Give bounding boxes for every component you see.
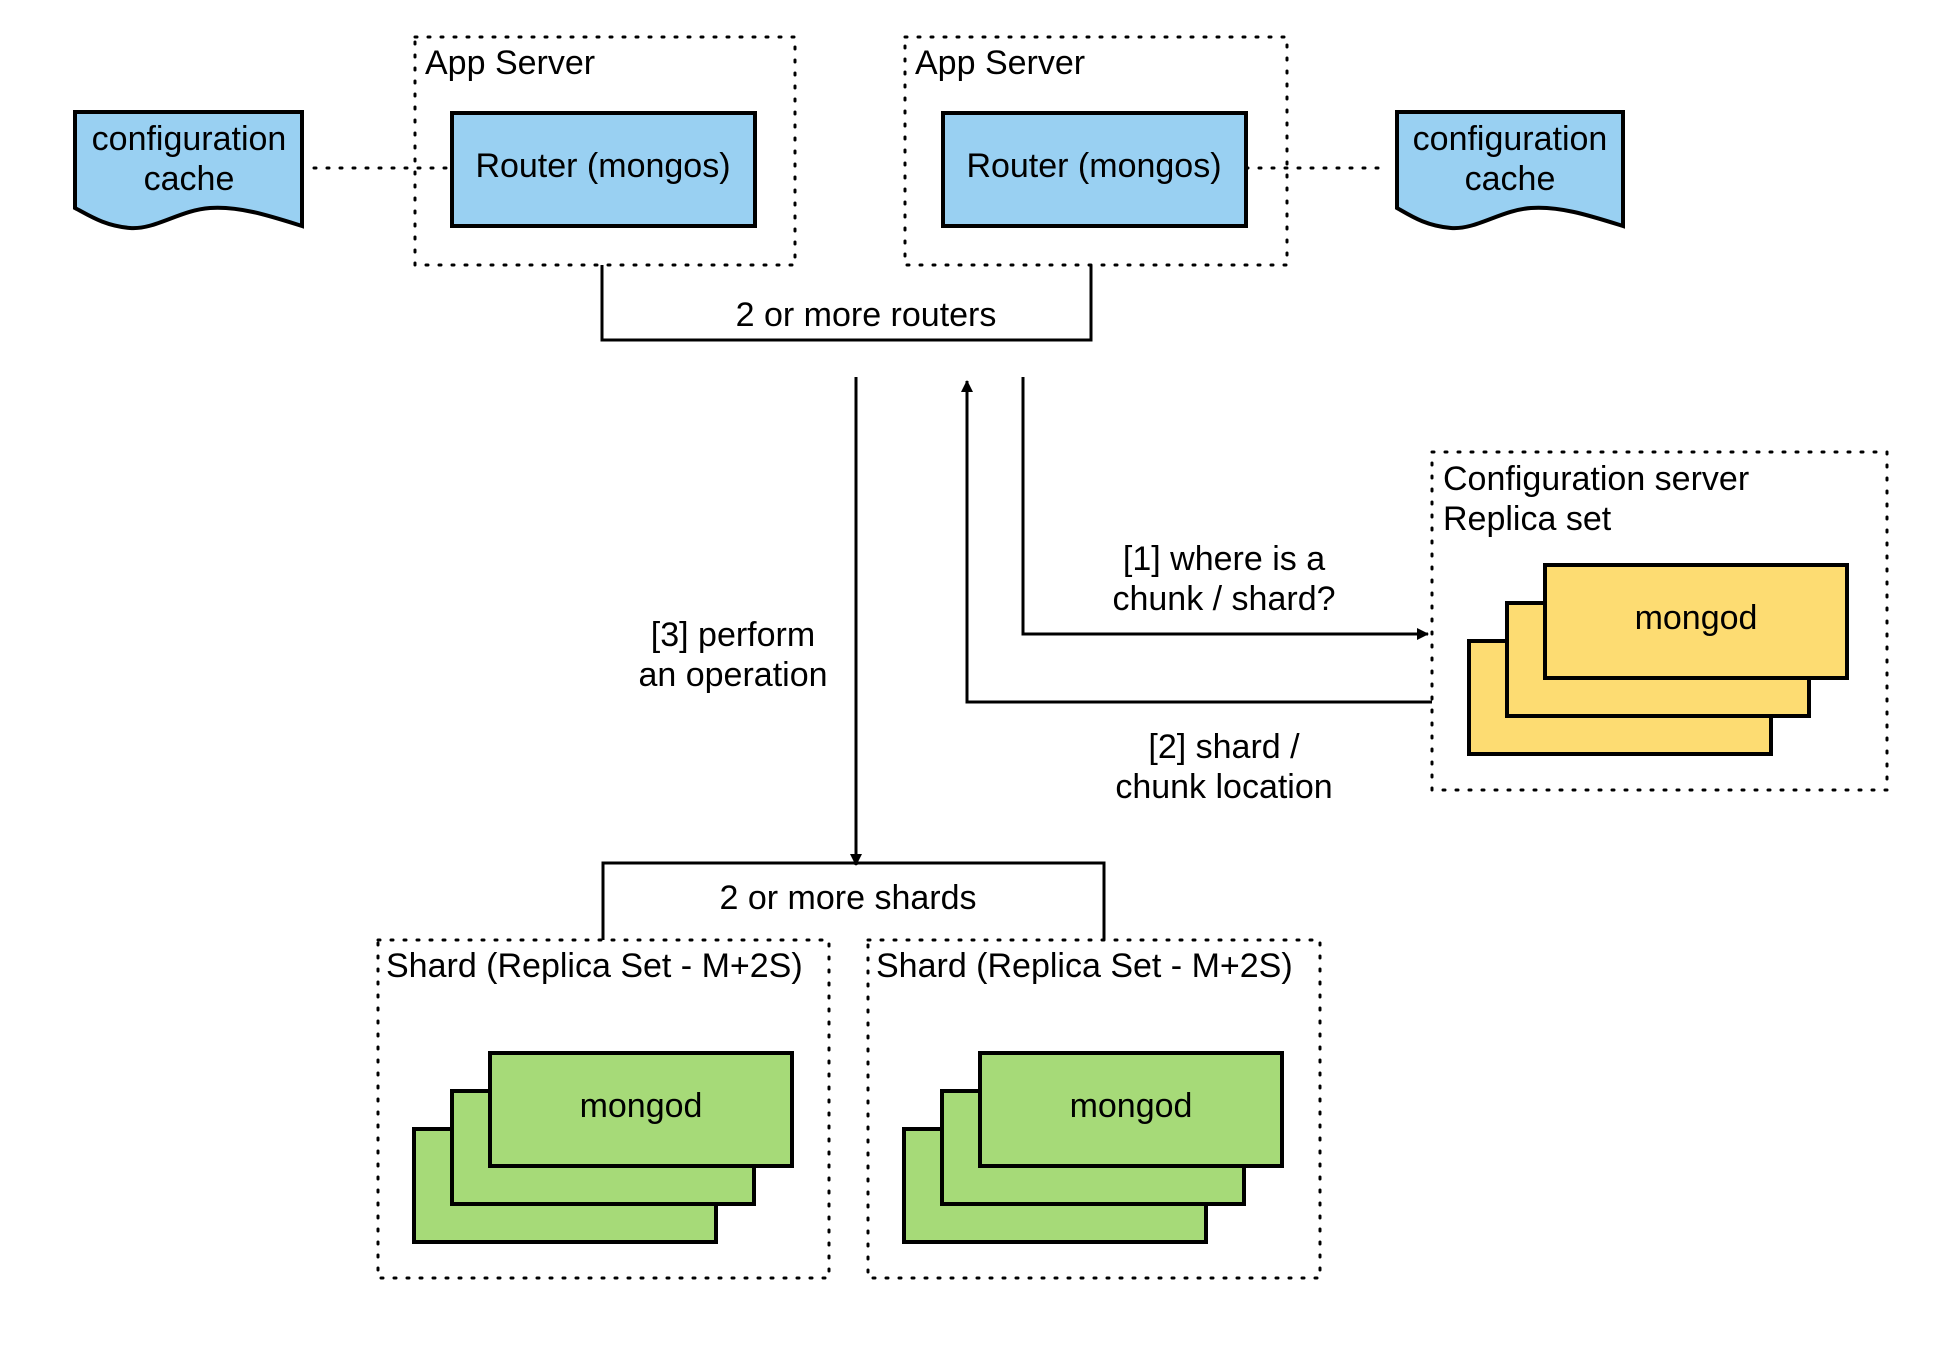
- config-mongod-front[interactable]: [1543, 563, 1849, 680]
- app-server-left-label: App Server: [425, 44, 595, 82]
- shards-group-bracket: [601, 861, 1106, 940]
- config-server-label-line2: Replica set: [1443, 500, 1612, 538]
- router-right-box[interactable]: [941, 111, 1248, 228]
- app-server-right-boundary: [903, 35, 1289, 267]
- shard-left-mongod-label: mongod: [580, 1087, 703, 1125]
- arrow-step1-query: [1021, 377, 1429, 640]
- config-cache-right[interactable]: configuration cache: [1395, 110, 1625, 231]
- step1-label-line2: chunk / shard?: [1112, 580, 1335, 618]
- step3-label-line2: an operation: [638, 656, 827, 694]
- config-cache-right-shape: [1395, 110, 1625, 231]
- shard-right-mongod-front[interactable]: [978, 1051, 1284, 1168]
- config-server-replica-set: Configuration server Replica set mongod: [1430, 450, 1889, 792]
- config-cache-right-line2: cache: [1465, 160, 1556, 198]
- config-server-boundary: [1430, 450, 1889, 792]
- config-mongod-label: mongod: [1635, 599, 1758, 637]
- shard-left: Shard (Replica Set - M+2S) mongod: [376, 938, 831, 1280]
- config-cache-left-line1: configuration: [92, 120, 287, 158]
- router-left-box[interactable]: [450, 111, 757, 228]
- shard-left-label: Shard (Replica Set - M+2S): [386, 947, 803, 985]
- step2-label-line1: [2] shard /: [1148, 728, 1300, 766]
- arrow-step2-response: [961, 380, 1432, 704]
- shard-right: Shard (Replica Set - M+2S) mongod: [866, 938, 1322, 1280]
- config-cache-left[interactable]: configuration cache: [73, 110, 304, 231]
- shard-left-boundary: [376, 938, 831, 1280]
- step1-label-line1: [1] where is a: [1123, 540, 1325, 578]
- config-server-label-line1: Configuration server: [1443, 460, 1749, 498]
- shard-left-mongod-front[interactable]: [488, 1051, 794, 1168]
- step3-label-line1: [3] perform: [651, 616, 815, 654]
- app-server-right-label: App Server: [915, 44, 1085, 82]
- shards-group-label: 2 or more shards: [720, 879, 977, 917]
- app-server-right: App Server Router (mongos): [903, 35, 1289, 267]
- router-left-label: Router (mongos): [475, 147, 730, 185]
- config-cache-left-line2: cache: [144, 160, 235, 198]
- shard-right-mongod-label: mongod: [1070, 1087, 1193, 1125]
- shard-right-boundary: [866, 938, 1322, 1280]
- config-cache-left-shape: [73, 110, 304, 231]
- routers-group-label: 2 or more routers: [736, 296, 997, 334]
- step2-label-line2: chunk location: [1115, 768, 1332, 806]
- router-right-label: Router (mongos): [966, 147, 1221, 185]
- app-server-left: App Server Router (mongos): [413, 35, 797, 267]
- config-cache-right-line1: configuration: [1413, 120, 1608, 158]
- shard-right-label: Shard (Replica Set - M+2S): [876, 947, 1293, 985]
- app-server-left-boundary: [413, 35, 797, 267]
- routers-group-bracket: [600, 265, 1093, 342]
